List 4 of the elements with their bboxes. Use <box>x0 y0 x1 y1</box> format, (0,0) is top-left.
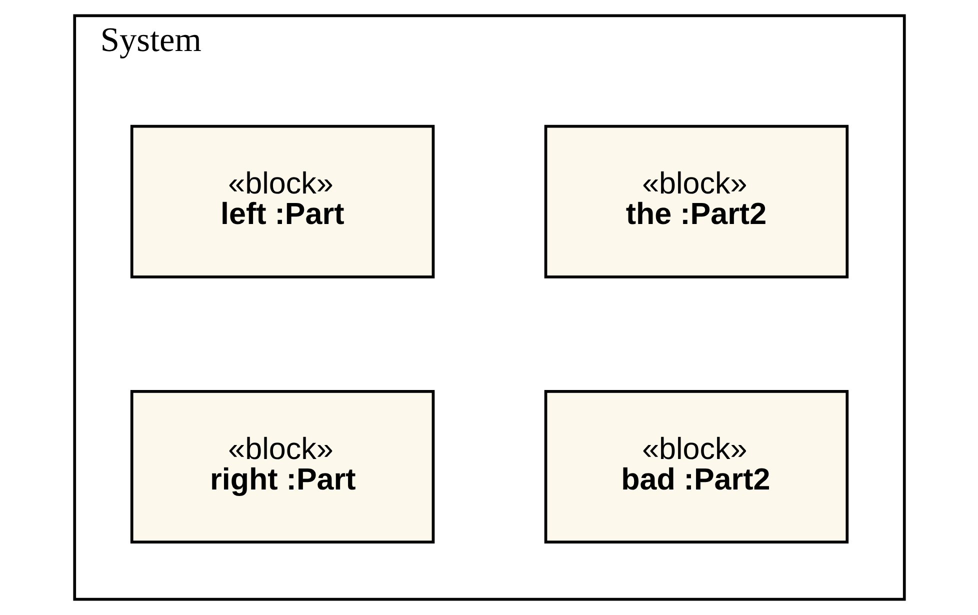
node-box: «block» right :Part <box>130 390 434 544</box>
node-box: «block» bad :Part2 <box>544 390 848 544</box>
node-box: «block» left :Part <box>130 124 434 278</box>
node-box: «block» the :Part2 <box>544 124 848 278</box>
